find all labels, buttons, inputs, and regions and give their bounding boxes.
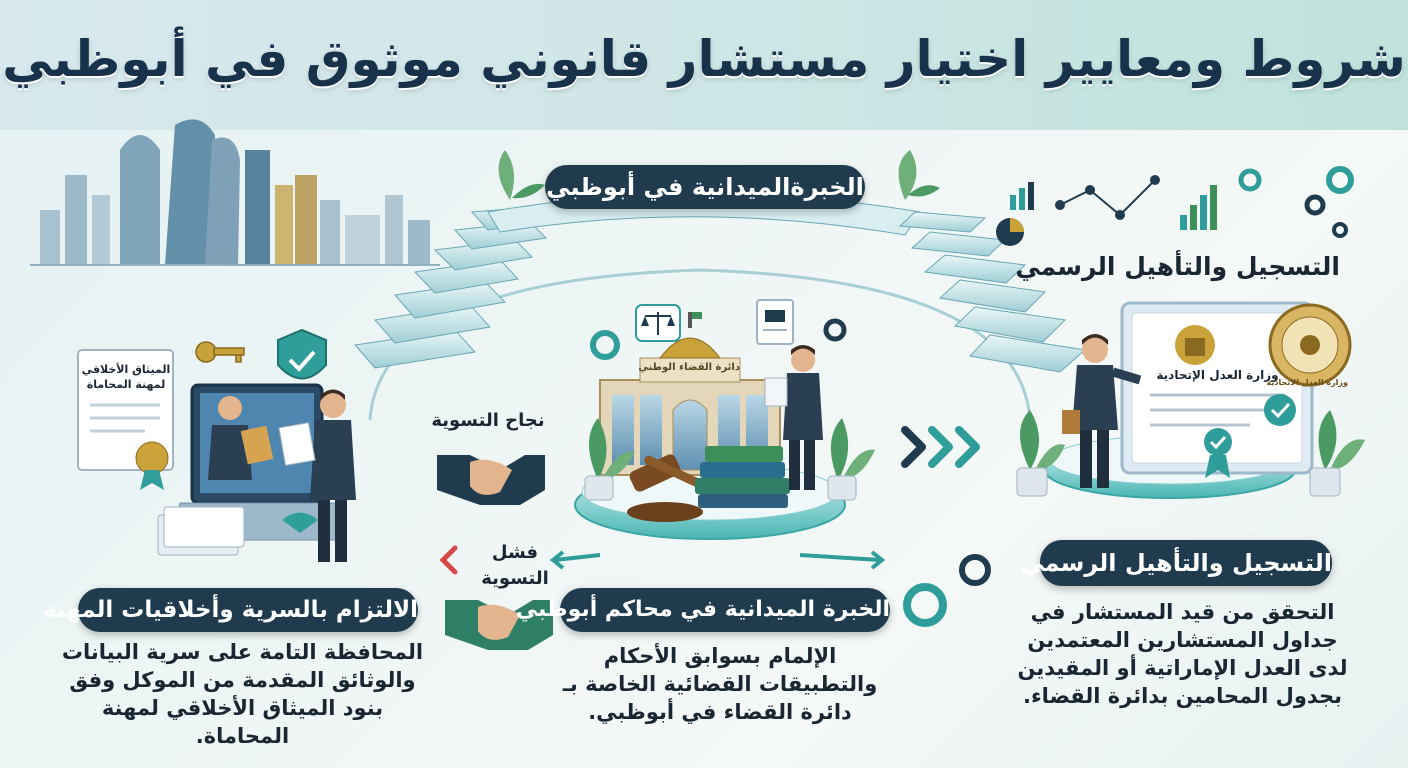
scales-icon — [635, 304, 681, 342]
city-skyline-icon — [30, 119, 440, 266]
plant-icon — [584, 418, 875, 501]
page-title: شروط ومعايير اختيار مستشار قانوني موثوق … — [2, 30, 1406, 88]
books-icon — [695, 446, 790, 508]
line-chart-icon — [1055, 175, 1160, 220]
charter-doc-label: الميثاق الأخلاقي لمهنة المحاماة — [81, 363, 171, 391]
seal-icon — [1268, 303, 1352, 387]
pie-chart-icon — [996, 218, 1024, 246]
handshake-icon — [445, 600, 553, 650]
chevron-right-icon — [901, 426, 980, 468]
settlement-success-label: نجاح التسوية — [431, 410, 545, 431]
lawyer-figure — [278, 389, 356, 562]
document-stack-icon — [157, 506, 245, 556]
courts-experience-pill: الخبرة الميدانية في محاكم أبوظبي — [516, 588, 890, 632]
court-building-label: دائرة القضاء الوطني — [638, 362, 740, 373]
settlement-failure-label: فشل التسوية — [481, 542, 549, 589]
confidentiality-pill: الالتزام بالسرية وأخلاقيات المهنة — [43, 588, 418, 632]
staircase-icon — [354, 193, 1087, 373]
gear-icon — [590, 318, 991, 627]
shield-check-icon — [277, 328, 327, 380]
key-icon — [195, 341, 245, 363]
top-field-experience-pill: الخبرةالميدانية في أبوظبي — [545, 165, 865, 209]
plant-icon — [1016, 410, 1365, 497]
lawyer-figure — [208, 396, 274, 480]
ministry-cert-label: وزارة العدل الإتحادية — [1156, 368, 1279, 382]
registration-pill: التسجيل والتأهيل الرسمي — [1020, 540, 1332, 586]
header-band — [0, 0, 1408, 130]
gear-icon — [1238, 166, 1354, 238]
registration-side-heading: التسجيل والتأهيل الرسمي — [1015, 252, 1340, 281]
certificate-icon — [1120, 301, 1314, 478]
confidentiality-description: المحافظة التامة على سرية البيانات والوثا… — [61, 640, 424, 748]
document-icon — [756, 299, 794, 345]
outcome-arrows — [549, 550, 886, 570]
lawyer-figure — [764, 345, 823, 490]
courts-description: الإلمام بسوابق الأحكام والتطبيقات القضائ… — [562, 644, 878, 724]
charter-document-icon — [77, 349, 174, 490]
chevron-left-icon — [439, 545, 458, 575]
bar-chart-icon — [1010, 182, 1217, 230]
seal-label: وزارة العدل الاتحادية — [1266, 378, 1348, 387]
check-badge-icon — [1264, 394, 1296, 426]
registration-description: التحقق من قيد المستشار في جداول المستشار… — [1017, 600, 1348, 708]
plant-icon — [498, 150, 940, 200]
handshake-icon — [437, 455, 545, 505]
lawyer-figure — [1062, 334, 1142, 488]
